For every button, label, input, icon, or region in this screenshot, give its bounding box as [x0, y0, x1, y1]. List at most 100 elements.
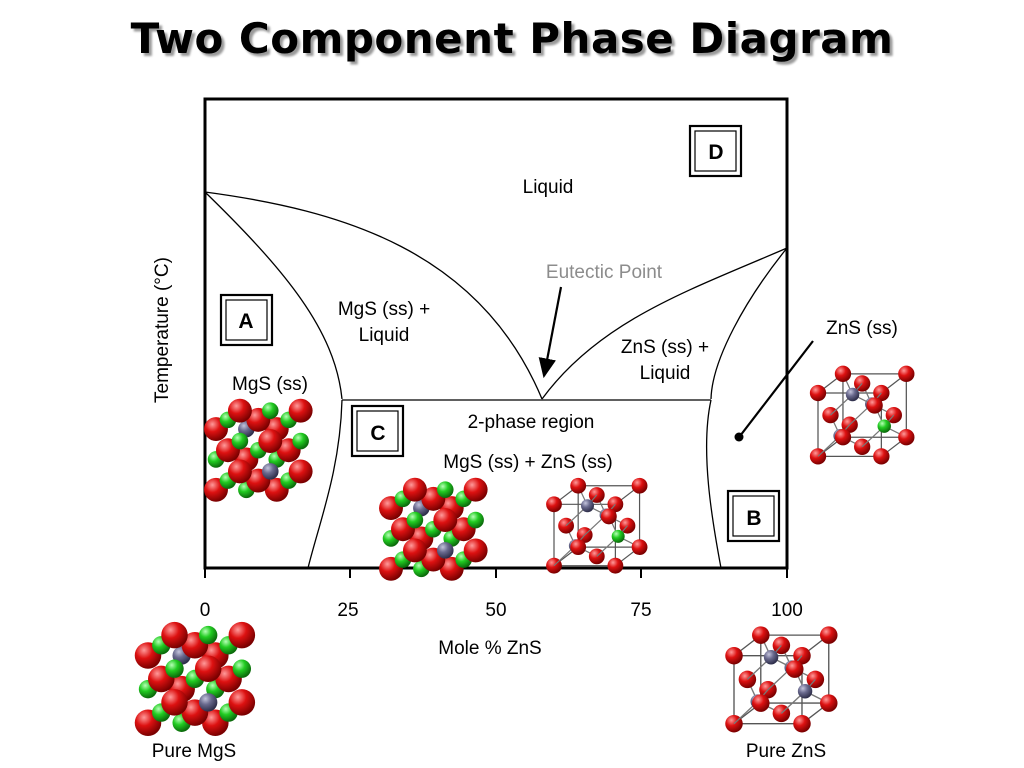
- crystal-zns-region-b: [809, 365, 915, 465]
- zinc-atom: [845, 387, 860, 402]
- sulfur-atom: [288, 398, 313, 423]
- two-phase-sub-label: MgS (ss) + ZnS (ss): [443, 452, 612, 473]
- crystal-pure-zns: [725, 626, 838, 733]
- mgs-liquid-label-1: MgS (ss) +: [338, 299, 430, 320]
- sulfur-atom: [570, 539, 587, 556]
- box-b-label: B: [746, 507, 761, 530]
- sulfur-atom: [463, 538, 488, 563]
- sulfur-atom: [463, 477, 488, 502]
- sulfur-atom: [631, 477, 648, 494]
- box-a-label: A: [238, 310, 253, 333]
- sulfur-atom: [834, 365, 852, 382]
- zns-liquid-label-2: Liquid: [640, 363, 691, 384]
- cation-atom: [437, 542, 454, 559]
- sulfur-atom: [227, 398, 252, 423]
- sulfur-atom: [873, 448, 890, 465]
- x-tick-0: 0: [200, 600, 211, 621]
- crystal-pure-mgs: [134, 621, 256, 737]
- sulfur-atom: [809, 384, 827, 402]
- eutectic-arrow: [538, 286, 563, 379]
- x-tick-75: 75: [630, 600, 651, 621]
- sulfur-atom: [228, 621, 256, 649]
- sulfur-atom: [752, 694, 770, 712]
- x-tick-25: 25: [337, 600, 358, 621]
- sulfur-atom: [194, 655, 222, 682]
- x-tick-100: 100: [771, 600, 803, 621]
- cation-atom: [199, 693, 218, 712]
- solidus-right: [710, 247, 788, 400]
- cation-atom: [231, 432, 249, 450]
- sulfur-atom: [228, 689, 256, 716]
- sulfur-atom: [725, 646, 743, 665]
- mgs-ss-label: MgS (ss): [232, 374, 308, 395]
- cation-atom: [262, 402, 279, 419]
- x-axis-label: Mole % ZnS: [438, 638, 541, 659]
- solidus-left: [204, 191, 343, 400]
- zns-ss-label: ZnS (ss): [826, 318, 898, 339]
- cation-atom: [467, 511, 484, 529]
- zinc-atom: [580, 499, 594, 513]
- box-a: A: [219, 293, 274, 347]
- sulfur-atom: [631, 539, 648, 556]
- sulfur-atom: [546, 496, 562, 513]
- mgs-liquid-label-2: Liquid: [359, 325, 410, 346]
- sulfur-atom: [898, 365, 915, 382]
- crystal-mgs-region-a: [204, 398, 313, 502]
- liquidus-left: [204, 191, 543, 400]
- sulfur-atom: [607, 557, 624, 574]
- sulfur-atom: [793, 714, 811, 733]
- sulfur-atom: [402, 538, 427, 563]
- magnesium-atom: [877, 419, 891, 433]
- magnesium-atom: [611, 529, 625, 543]
- sulfur-atom: [161, 689, 188, 716]
- zns-liquid-label-1: ZnS (ss) +: [621, 337, 709, 358]
- cation-atom: [232, 659, 252, 678]
- solvus-right: [705, 399, 722, 569]
- liquid-label: Liquid: [523, 177, 574, 198]
- zns-ss-pointer: [739, 340, 814, 437]
- sulfur-atom: [433, 508, 458, 532]
- x-tick-50: 50: [485, 600, 506, 621]
- zns-ss-point: [734, 432, 744, 442]
- pure-mgs-label: Pure MgS: [152, 741, 236, 762]
- eutectic-label: Eutectic Point: [546, 262, 663, 283]
- box-b: B: [726, 489, 781, 543]
- sulfur-atom: [786, 660, 804, 678]
- y-axis-label: Temperature (°C): [152, 257, 173, 403]
- cation-atom: [262, 463, 279, 480]
- plot-frame: [203, 97, 789, 570]
- sulfur-atom: [820, 694, 838, 712]
- cation-atom: [292, 432, 309, 450]
- two-phase-label: 2-phase region: [468, 412, 595, 433]
- pure-zns-label: Pure ZnS: [746, 741, 826, 762]
- box-c-label: C: [370, 422, 385, 445]
- sulfur-atom: [258, 429, 283, 453]
- sulfur-atom: [402, 477, 427, 502]
- solvus-left: [307, 399, 343, 569]
- sulfur-atom: [227, 459, 252, 484]
- page-title: Two Component Phase Diagram: [130, 14, 894, 63]
- cation-atom: [406, 511, 424, 529]
- sulfur-atom: [600, 508, 617, 525]
- sulfur-atom: [161, 621, 188, 649]
- box-d: D: [688, 124, 743, 178]
- box-c: C: [350, 404, 405, 458]
- sulfur-atom: [898, 429, 915, 446]
- cation-atom: [165, 659, 184, 678]
- sulfur-atom: [820, 626, 838, 644]
- zinc-atom: [763, 650, 779, 665]
- zinc-atom: [797, 684, 813, 699]
- sulfur-atom: [570, 477, 587, 494]
- box-d-label: D: [708, 141, 723, 164]
- cation-atom: [199, 625, 218, 645]
- sulfur-atom: [834, 429, 852, 446]
- sulfur-atom: [288, 459, 313, 484]
- liquidus-right: [541, 247, 788, 400]
- sulfur-atom: [866, 397, 883, 414]
- sulfur-atom: [752, 626, 770, 644]
- crystal-mgs-region-c: [379, 477, 488, 581]
- crystal-zns-region-c: [546, 477, 648, 574]
- cation-atom: [437, 481, 454, 498]
- x-tick-marks: [204, 568, 788, 578]
